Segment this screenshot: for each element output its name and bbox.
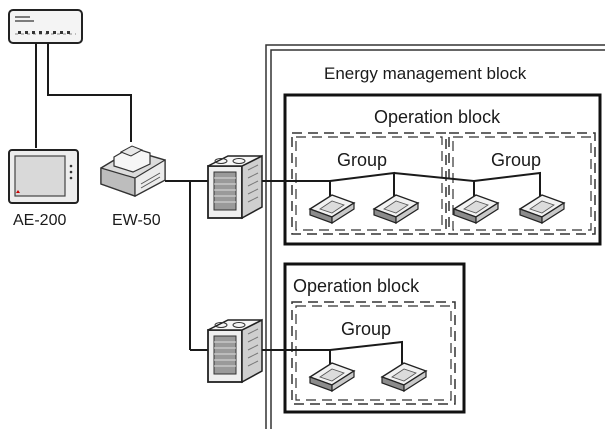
network-cables: [35, 43, 132, 148]
group-box: [295, 136, 443, 231]
group-box: [291, 132, 447, 235]
indoor-unit-wiring: [262, 340, 403, 365]
group-box: [452, 136, 592, 231]
indoor-unit-wiring: [262, 171, 541, 197]
control-wiring: [165, 180, 208, 351]
outdoor-unit-icon: [207, 154, 263, 220]
operation-block: [283, 262, 466, 414]
ae200-label: AE-200: [13, 212, 66, 229]
indoor-unit-icon: [380, 362, 428, 393]
ew50-label: EW-50: [112, 212, 161, 229]
energy-block-label: Energy management block: [324, 64, 527, 83]
indoor-unit-icon: [518, 194, 566, 225]
operation-block: [283, 93, 602, 246]
ae200-controller-icon: [8, 149, 79, 204]
operation-block-label: Operation block: [293, 276, 420, 296]
indoor-unit-icon: [372, 194, 420, 225]
ew50-controller-icon: [100, 145, 166, 197]
group-box: [295, 305, 452, 401]
energy-management-block: [265, 44, 605, 429]
group-label: Group: [341, 319, 391, 339]
group-label: Group: [491, 150, 541, 170]
indoor-unit-icon: [308, 362, 356, 393]
group-label: Group: [337, 150, 387, 170]
group-box: [291, 301, 456, 405]
network-hub-icon: [8, 9, 83, 44]
group-box: [448, 132, 596, 235]
indoor-unit-icon: [308, 194, 356, 225]
outdoor-unit-icon: [207, 318, 263, 384]
indoor-unit-icon: [452, 194, 500, 225]
operation-block-label: Operation block: [374, 107, 501, 127]
